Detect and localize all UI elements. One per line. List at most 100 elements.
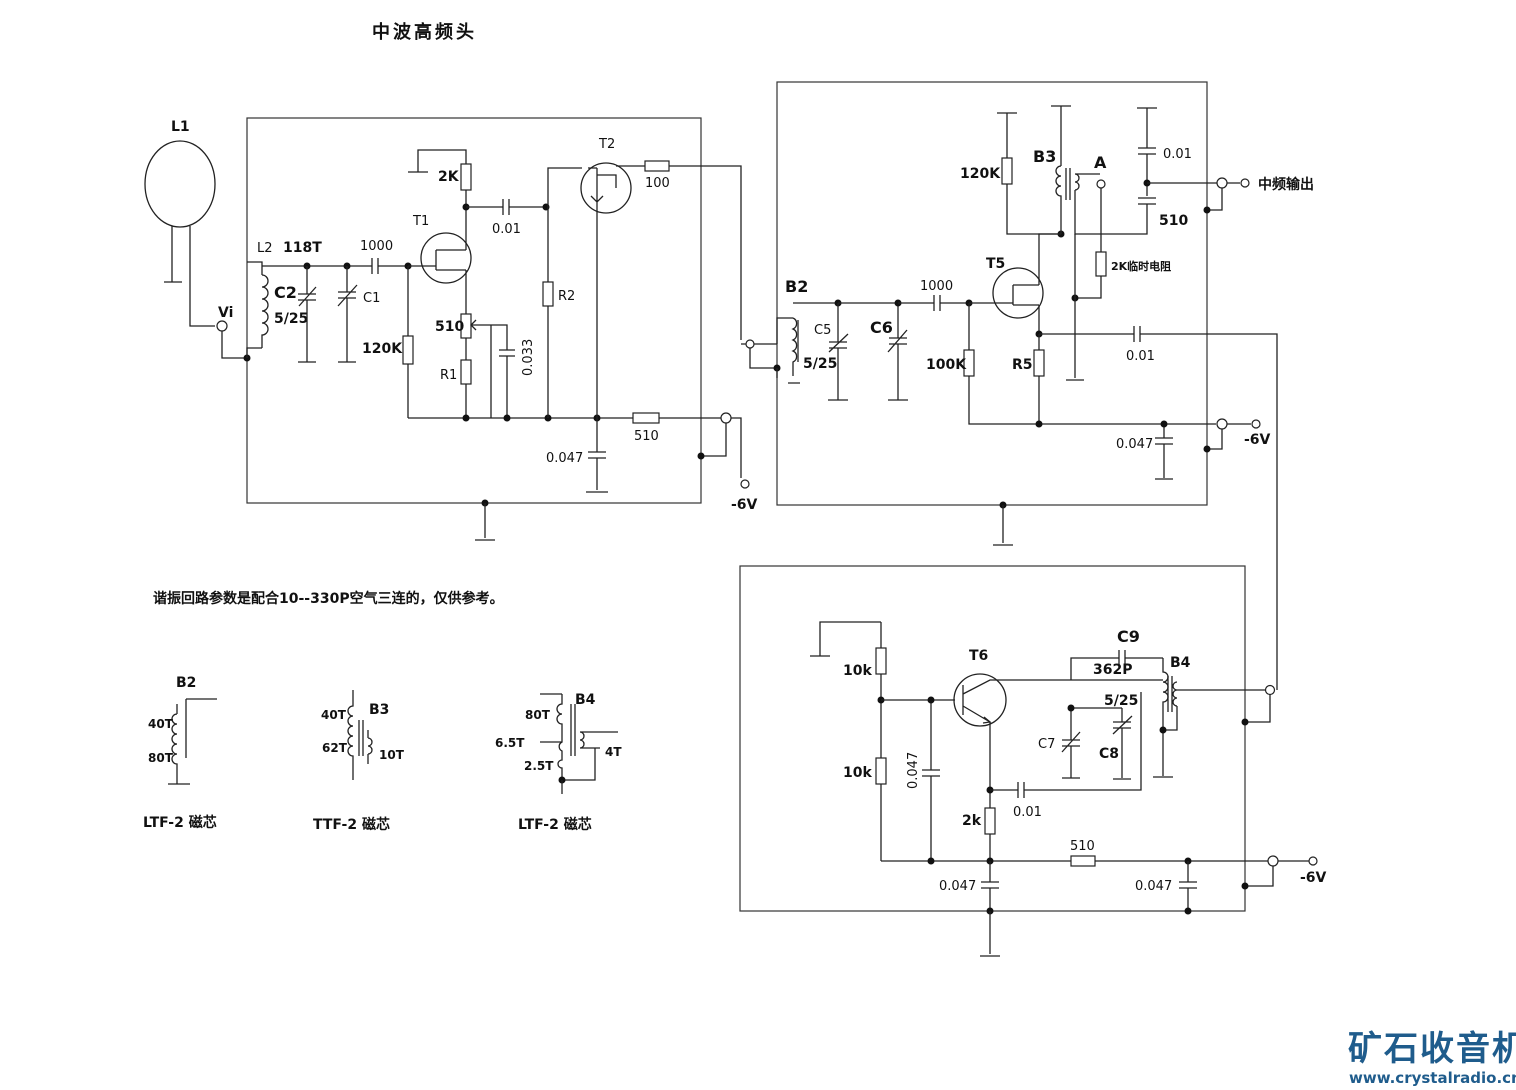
resistor-R5 (1033, 349, 1045, 377)
transistor-T2 (580, 162, 632, 214)
label-120K-s2: 120K (960, 166, 1001, 182)
stage1-shield-box (246, 117, 702, 504)
resistor-R2 (542, 281, 554, 307)
coil-B2-t1: 40T (148, 717, 174, 731)
loop-antenna-L1 (144, 140, 216, 228)
label-B3: B3 (1033, 147, 1056, 166)
watermark-url: www.crystalradio.cn (1349, 1069, 1516, 1087)
potentiometer-510 (460, 313, 472, 339)
coil-B4-name: B4 (575, 692, 596, 708)
resistor-10k-top (875, 647, 887, 675)
label-c001-s2: 0.01 (1163, 147, 1192, 162)
coil-B4 (1153, 658, 1173, 778)
label-T6: T6 (969, 648, 988, 664)
label-B2: B2 (785, 277, 808, 296)
label-10k-top: 10k (843, 663, 872, 679)
diagram-title: 中波高频头 (372, 21, 477, 43)
label-c0047: 0.047 (546, 451, 583, 466)
label-T1: T1 (412, 214, 429, 229)
coil-B3-core: TTF-2 磁芯 (313, 816, 390, 833)
label-T5: T5 (986, 256, 1005, 272)
coil-B4-t2: 6.5T (495, 736, 525, 750)
label-10k-bottom: 10k (843, 765, 872, 781)
resistor-510-s3 (1070, 855, 1096, 867)
tuning-note: 谐振回路参数是配合10--330P空气三连的，仅供参考。 (153, 590, 504, 607)
label-L1: L1 (171, 119, 190, 135)
label-100K: 100K (926, 357, 967, 373)
label-C5: C5 (814, 323, 831, 338)
label-362P: 362P (1093, 662, 1132, 678)
coil-B2-name: B2 (176, 675, 196, 691)
label-118T: 118T (283, 240, 322, 256)
label-C8: C8 (1099, 746, 1119, 762)
label-c0047-a: 0.047 (939, 879, 976, 894)
resistor-100k (963, 349, 975, 377)
resistor-R1 (460, 359, 472, 385)
label-R1: R1 (440, 368, 457, 383)
resistor-2k (460, 163, 472, 191)
resistor-2k-temp (1095, 251, 1107, 277)
coil-detail-B4: B4 80T 6.5T 2.5T 4T LTF-2 磁芯 (495, 692, 622, 833)
label-C1: C1 (363, 291, 380, 306)
label-510b: 510 (634, 429, 659, 444)
label-C2-val: 5/25 (274, 311, 308, 327)
resistor-100 (644, 160, 670, 172)
coil-B2-core: LTF-2 磁芯 (143, 814, 217, 831)
label-C7-val: 5/25 (1104, 693, 1138, 709)
label-100: 100 (645, 176, 670, 191)
label-1000: 1000 (360, 239, 393, 254)
coil-B4-t4: 4T (605, 745, 622, 759)
coil-B2 (788, 317, 800, 384)
coil-B3-t3: 10T (379, 748, 405, 762)
label-c001: 0.01 (492, 222, 521, 237)
watermark-brand: 矿石收音机 (1348, 1029, 1516, 1069)
label-2k-s3: 2k (962, 813, 982, 829)
label-R2: R2 (558, 289, 575, 304)
label-B4: B4 (1170, 655, 1191, 671)
label-2K: 2K (438, 169, 460, 185)
coil-B2-t2: 80T (148, 751, 174, 765)
label-c510-s2: 510 (1159, 213, 1188, 229)
label-c0047-b: 0.047 (1135, 879, 1172, 894)
label-2k-temp: 2K临时电阻 (1111, 259, 1171, 273)
stage3-oscillator: 10k 10k 0.047 T6 2k 0.01 C9 362P B4 5/25… (739, 565, 1327, 957)
label-c0033: 0.033 (521, 339, 536, 376)
label-c0047-s3: 0.047 (906, 752, 921, 789)
label-C9: C9 (1117, 627, 1140, 646)
transistor-T6 (953, 673, 1007, 727)
coil-detail-B2: B2 40T 80T LTF-2 磁芯 (143, 675, 217, 831)
label-510-s3: 510 (1070, 839, 1095, 854)
label-C5-val: 5/25 (803, 356, 837, 372)
coil-B3 (1055, 165, 1062, 234)
label-1000-s2: 1000 (920, 279, 953, 294)
resistor-120k-s2 (1001, 157, 1013, 185)
label-510: 510 (435, 319, 464, 335)
label-R5: R5 (1012, 357, 1033, 373)
coil-B4-t1: 80T (525, 708, 551, 722)
resistor-120k (402, 335, 414, 365)
label-L2: L2 (257, 241, 273, 256)
coil-B3-t1: 40T (321, 708, 347, 722)
transistor-T1 (420, 232, 472, 284)
label-120K: 120K (362, 341, 403, 357)
label-c0047-s2: 0.047 (1116, 437, 1153, 452)
label-C6: C6 (870, 318, 893, 337)
coil-detail-B3: B3 40T 62T 10T TTF-2 磁芯 (313, 690, 405, 833)
vi-terminal (216, 320, 228, 332)
coil-B4-t3: 2.5T (524, 759, 554, 773)
watermark: 矿石收音机 www.crystalradio.cn (1348, 1029, 1516, 1087)
stage2-shield-box (776, 81, 1208, 506)
coil-B3-name: B3 (369, 702, 389, 718)
resistor-510b (632, 412, 660, 424)
transistor-T5 (992, 267, 1044, 319)
label-6V-stage2: -6V (1244, 432, 1271, 448)
label-C7: C7 (1038, 737, 1055, 752)
label-T2: T2 (598, 137, 615, 152)
label-A: A (1094, 153, 1107, 172)
label-6V-stage1: -6V (731, 497, 758, 513)
label-C2: C2 (274, 283, 297, 302)
resistor-2k-s3 (984, 807, 996, 835)
label-if-output: 中频输出 (1258, 176, 1314, 193)
coil-L2 (261, 274, 269, 348)
